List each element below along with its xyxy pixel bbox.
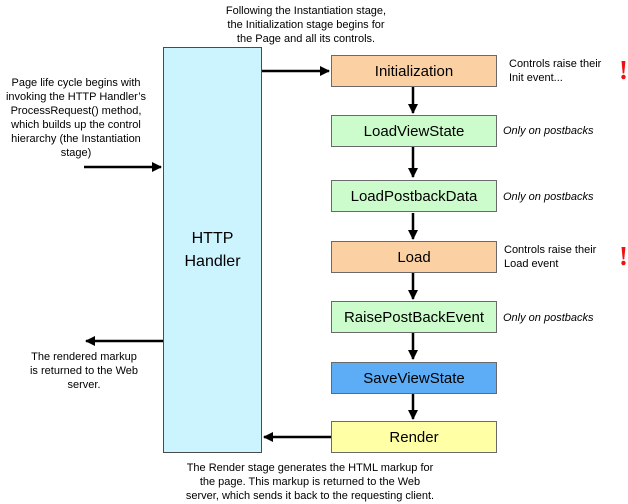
stage-load: Load [331,241,497,273]
note-postbacks-loadviewstate: Only on postbacks [503,125,594,137]
note-top-line3: the Page and all its controls. [236,33,376,45]
stage-saveviewstate: SaveViewState [331,362,497,394]
note-postbacks-raisepostbackevent: Only on postbacks [503,312,594,324]
exclamation-icon-load: ! [619,241,628,271]
note-begin-line3: ProcessRequest() method, [10,105,142,117]
note-render-stage: The Render stage generates the HTML mark… [150,461,470,503]
note-begin-line4: which builds up the control [11,119,141,131]
stage-loadpostbackdata-label: LoadPostbackData [350,187,478,205]
stage-render: Render [331,421,497,453]
note-top-line2: the Initialization stage begins for [227,19,385,31]
note-init-event: Controls raise their Init event... [509,57,601,85]
http-handler-label: HTTP Handler [173,227,253,273]
stage-raisepostbackevent-label: RaisePostBackEvent [343,308,485,326]
http-handler-line1: HTTP [191,230,234,247]
note-return-line2: is returned to the Web [29,365,139,377]
note-begin-line2: invoking the HTTP Handler’s [5,91,146,103]
stage-initialization: Initialization [331,55,497,87]
note-init-line2: Init event... [509,72,563,84]
stage-loadviewstate: LoadViewState [331,115,497,147]
note-top-line1: Following the Instantiation stage, [225,5,387,17]
note-initialization-begins: Following the Instantiation stage, the I… [196,4,416,46]
note-load-line2: Load event [504,258,559,270]
note-rendered-markup-returned: The rendered markup is returned to the W… [14,350,154,392]
note-return-line1: The rendered markup [31,351,137,363]
stage-load-label: Load [397,248,431,266]
stage-loadpostbackdata: LoadPostbackData [331,180,497,212]
stage-loadviewstate-label: LoadViewState [363,122,465,140]
note-begin-line5: hierarchy (the Instantiation [11,133,141,145]
http-handler-box: HTTP Handler [163,47,262,453]
stage-render-label: Render [389,428,439,446]
note-load-line1: Controls raise their [504,244,597,256]
exclamation-icon-init: ! [619,55,628,85]
stage-initialization-label: Initialization [374,62,454,80]
stage-saveviewstate-label: SaveViewState [363,369,465,387]
http-handler-line2: Handler [184,253,241,270]
note-life-cycle-begins: Page life cycle begins with invoking the… [0,76,152,160]
note-bottom-line2: the page. This markup is returned to the… [199,476,421,488]
stage-raisepostbackevent: RaisePostBackEvent [331,301,497,333]
note-bottom-line3: server, which sends it back to the reque… [185,490,435,502]
note-load-event: Controls raise their Load event [504,243,596,271]
note-init-line1: Controls raise their [509,58,602,70]
note-begin-line6: stage) [60,147,92,159]
note-postbacks-loadpostbackdata: Only on postbacks [503,191,594,203]
note-begin-line1: Page life cycle begins with [11,77,141,89]
note-bottom-line1: The Render stage generates the HTML mark… [186,462,434,474]
note-return-line3: server. [67,379,101,391]
